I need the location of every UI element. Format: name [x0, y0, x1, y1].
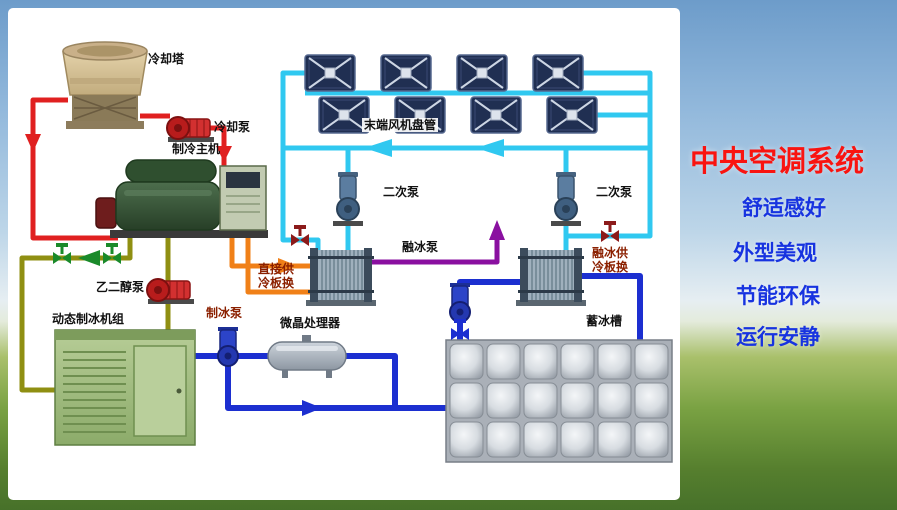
ice-maker-unit: [54, 329, 196, 446]
arrow-right-blue: [302, 400, 322, 416]
arrows-green: [78, 250, 100, 266]
secondary-pump-2: [550, 171, 582, 227]
ice-making-pump: [217, 326, 239, 367]
arrow-left-cyan-1: [364, 139, 392, 157]
label-direct-supply-hx-line2: 冷板换: [258, 276, 295, 291]
arrows-blue: [302, 400, 322, 416]
ice-storage-tank: [445, 339, 673, 463]
pipe-chw-left-riser: [280, 70, 321, 250]
arrow-down-red-chiller: [216, 146, 232, 162]
arrow-up-purple: [489, 220, 505, 240]
arrows-purple: [489, 220, 505, 240]
crystal-processor-tank: [267, 335, 347, 378]
label-melt-supply-hx-line2: 冷板换: [592, 260, 629, 275]
pipe-icepump-to-tank: [225, 356, 448, 411]
label-cooling-pump: 冷却泵: [214, 120, 251, 134]
secondary-pump-1: [332, 171, 364, 227]
label-ice-storage-tank: 蓄冰槽: [586, 314, 623, 328]
label-direct-supply-hx-line1: 直接供: [258, 262, 295, 276]
pipe-processor-to-tank: [345, 353, 448, 411]
feature-appearance: 外型美观: [733, 242, 817, 265]
label-chiller: 制冷主机: [172, 142, 221, 156]
system-title: 中央空调系统: [690, 146, 865, 178]
cooling-pump: [166, 116, 215, 143]
feature-comfort: 舒适感好: [742, 197, 826, 220]
arrow-left-cyan-2: [476, 139, 504, 157]
label-glycol-pump: 乙二醇泵: [96, 280, 145, 294]
label-fan-coil-units: 末端风机盘管: [362, 118, 439, 133]
melt-ice-pump: [449, 282, 471, 323]
pipes-melt-supply: [372, 232, 500, 265]
arrows-orange: [278, 258, 298, 274]
cooling-tower: [62, 41, 148, 129]
label-melt-supply-hx: 融冰供 冷板换: [592, 246, 628, 274]
feature-energy: 节能环保: [736, 285, 820, 308]
fan-coil-unit: [304, 54, 356, 92]
arrows-cyan: [364, 139, 504, 157]
arrow-down-red: [25, 134, 41, 152]
valve-chw-left: [291, 225, 309, 246]
fan-coil-unit: [380, 54, 432, 92]
glycol-pump: [146, 278, 195, 305]
pipe-glycol-left: [19, 236, 133, 393]
pipe-condenser-return: [30, 97, 118, 241]
valve-glycol-1: [53, 243, 71, 264]
label-melt-supply-hx-line1: 融冰供: [592, 246, 629, 260]
valve-glycol-2: [103, 243, 121, 264]
pipe-melt-return-right: [582, 273, 643, 342]
label-cooling-tower: 冷却塔: [148, 52, 185, 66]
melt-supply-heat-exchanger: [515, 247, 587, 307]
label-direct-supply-hx: 直接供 冷板换: [258, 262, 294, 290]
arrow-left-green: [78, 250, 100, 266]
label-ice-making-pump: 制冰泵: [206, 306, 243, 320]
feature-quiet: 运行安静: [736, 326, 820, 349]
valve-chw-right: [601, 221, 619, 242]
pipe-direct-return: [245, 236, 310, 295]
fan-coil-unit: [546, 96, 598, 134]
label-crystal-processor: 微晶处理器: [280, 316, 341, 330]
fan-coil-unit: [470, 96, 522, 134]
pipe-melt-purple: [372, 232, 500, 265]
arrow-right-orange: [278, 258, 298, 274]
label-secondary-pump-1: 二次泵: [381, 185, 422, 200]
fan-coil-unit: [532, 54, 584, 92]
chiller-unit: [95, 159, 268, 238]
direct-supply-heat-exchanger: [305, 247, 377, 307]
label-secondary-pump-2: 二次泵: [594, 185, 635, 200]
arrows-red: [25, 134, 232, 162]
fan-coil-unit: [456, 54, 508, 92]
label-melt-ice-pump: 融冰泵: [400, 240, 441, 255]
label-ice-maker-unit: 动态制冰机组: [52, 312, 125, 326]
